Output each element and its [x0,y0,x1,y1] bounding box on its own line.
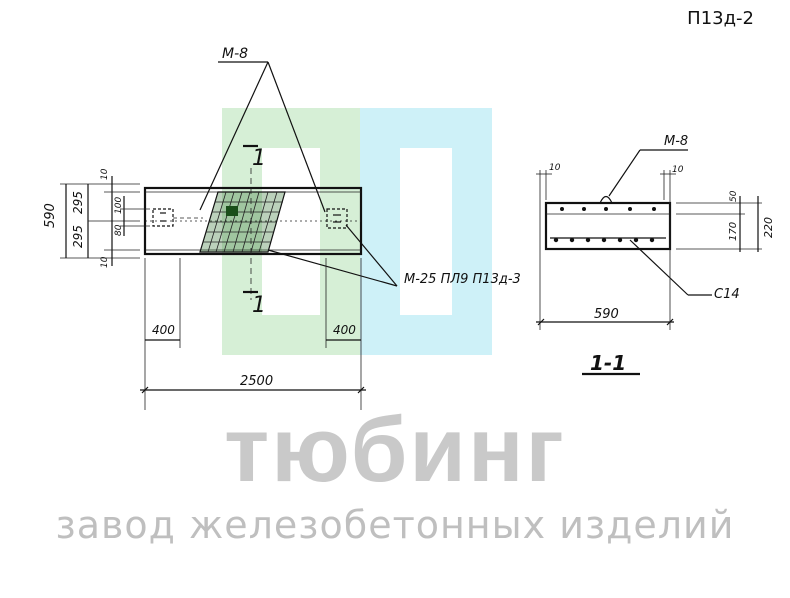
embedded-plate-right [326,208,348,229]
left-dimensions [60,176,150,266]
section-marker-bottom: 1 [252,293,266,318]
section-title: 1-1 [590,351,626,375]
reinforcement-mesh [199,191,286,253]
section-bottom-rebar [550,237,666,243]
section-marker-top: 1 [252,146,266,171]
dim-80: 80 [114,224,124,236]
dim-10-left-section: 10 [549,163,561,173]
section-top-rebar [560,207,656,211]
label-c14: С14 [714,287,740,302]
dim-10-top: 10 [100,168,110,180]
dim-170: 170 [728,222,739,241]
sheet-code: П13д-2 [687,8,754,29]
watermark-brand: тюбинг [224,399,566,501]
watermark-tagline: завод железобетонных изделий [55,503,735,547]
plan-view: М-8 1 1 М-25 ПЛ9 П13д-3 590 295 295 10 1… [43,46,521,410]
label-m8-section: М-8 [664,134,688,149]
lifting-loop [599,195,613,204]
dim-590-plan: 590 [43,203,58,228]
dim-400-left: 400 [152,323,175,337]
dim-100: 100 [114,197,124,214]
label-m8-plan: М-8 [222,46,248,62]
bottom-dimensions [140,258,366,410]
watermark-logo [222,108,492,355]
dim-10-bottom: 10 [100,256,110,268]
section-view: М-8 С14 10 10 50 170 220 590 1-1 [536,134,775,376]
dim-50: 50 [729,190,739,202]
dim-2500: 2500 [240,374,273,389]
dim-220: 220 [762,217,775,238]
dim-400-right: 400 [333,323,356,337]
embedded-plate-left [152,208,203,227]
dim-590-section: 590 [594,307,619,322]
dim-295-bottom: 295 [71,225,85,248]
dim-295-top: 295 [71,191,85,214]
dim-10-right-section: 10 [672,165,684,175]
label-m25: М-25 ПЛ9 П13д-3 [404,272,521,287]
